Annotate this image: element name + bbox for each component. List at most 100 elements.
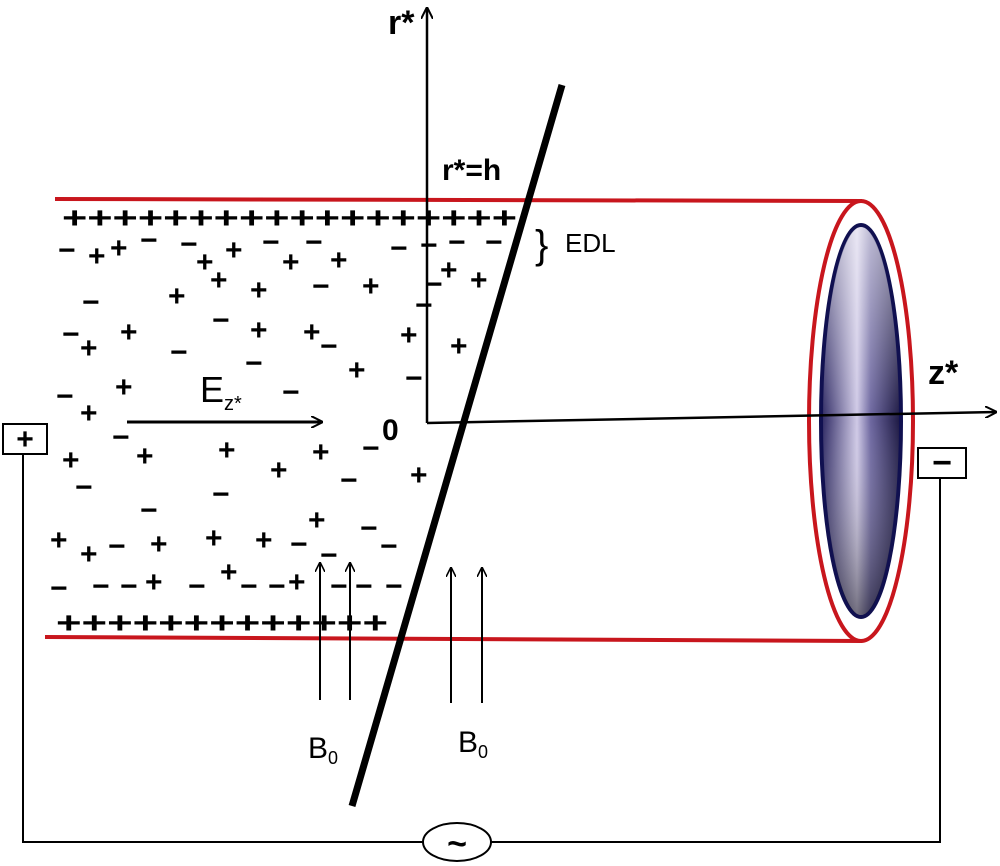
minus-electrode (917, 447, 967, 479)
positive-ion: + (62, 444, 80, 477)
ac-source-symbol: ~ (447, 825, 467, 863)
positive-ion: + (308, 504, 326, 537)
negative-ion: − (415, 289, 433, 322)
positive-ion: + (80, 397, 98, 430)
plus-electrode (2, 423, 48, 455)
scattered-charges: −++−−++−+−+−−−−++−+−++−+−−++−++−++−−+−−+… (50, 224, 503, 605)
positive-ion: + (250, 274, 268, 307)
negative-ion: − (485, 226, 503, 259)
b-label-left: B0 (308, 732, 338, 768)
negative-ion: − (330, 570, 348, 603)
positive-ion: + (288, 566, 306, 599)
positive-ion: + (210, 264, 228, 297)
efield-label: Ez* (200, 369, 242, 415)
negative-ion: − (108, 530, 126, 563)
positive-ion: + (205, 522, 223, 555)
positive-ion: + (220, 556, 238, 589)
b-field-arrows-left (320, 563, 350, 700)
negative-ion: − (112, 421, 130, 454)
negative-ion: − (245, 347, 263, 380)
negative-ion: − (170, 336, 188, 369)
top-wall-charges: ++++++++++++++++++ (62, 202, 517, 235)
negative-ion: − (320, 330, 338, 363)
negative-ion: − (120, 570, 138, 603)
positive-ion: + (150, 528, 168, 561)
negative-ion: − (188, 570, 206, 603)
positive-ion: + (450, 330, 468, 363)
positive-ion: + (410, 459, 428, 492)
positive-ion: + (330, 244, 348, 277)
positive-ion: + (348, 354, 366, 387)
positive-ion: + (115, 371, 133, 404)
negative-ion: − (262, 226, 280, 259)
negative-ion: − (212, 478, 230, 511)
bottom-wall-charges: +++++++++++++ (56, 607, 388, 640)
negative-ion: − (360, 512, 378, 545)
z-axis-label: z* (928, 354, 959, 392)
negative-ion: − (62, 318, 80, 351)
r-axis-label: r* (388, 4, 415, 42)
z-axis (426, 412, 996, 425)
plus-electrode-label: + (16, 423, 34, 456)
negative-ion: − (312, 270, 330, 303)
positive-ion: + (50, 524, 68, 557)
positive-ion: + (255, 524, 273, 557)
negative-ion: − (75, 471, 93, 504)
negative-ion: − (282, 376, 300, 409)
negative-ion: − (448, 226, 466, 259)
channel-end-disk-shade (823, 227, 899, 615)
b-label-right: B0 (458, 726, 488, 762)
profile-line (348, 84, 566, 807)
negative-ion: − (268, 570, 286, 603)
edl-brace: } (535, 223, 548, 267)
negative-ion: − (305, 226, 323, 259)
positive-ion: + (80, 538, 98, 571)
negative-ion: − (385, 570, 403, 603)
negative-ion: − (82, 286, 100, 319)
positive-ion: + (218, 434, 236, 467)
positive-ion: + (168, 280, 186, 313)
positive-ion: + (470, 264, 488, 297)
positive-ion: + (88, 240, 106, 273)
positive-ion: + (303, 316, 321, 349)
b-field-arrows-right (451, 568, 482, 703)
positive-ion: + (250, 314, 268, 347)
edl-label: EDL (565, 228, 616, 258)
positive-ion: + (120, 316, 138, 349)
negative-ion: − (140, 224, 158, 257)
negative-ion: − (240, 570, 258, 603)
positive-ion: + (400, 319, 418, 352)
negative-ion: − (425, 268, 443, 301)
positive-ion: + (270, 454, 288, 487)
negative-ion: − (180, 228, 198, 261)
negative-ion: − (355, 570, 373, 603)
positive-ion: + (225, 234, 243, 267)
negative-ion: − (92, 570, 110, 603)
negative-ion: − (362, 432, 380, 465)
positive-ion: + (145, 566, 163, 599)
negative-ion: − (212, 304, 230, 337)
negative-ion: − (320, 539, 338, 572)
negative-ion: − (58, 234, 76, 267)
positive-ion: + (282, 246, 300, 279)
positive-ion: + (196, 246, 214, 279)
negative-ion: − (420, 229, 438, 262)
positive-ion: + (440, 254, 458, 287)
positive-ion: + (136, 440, 154, 473)
top-wall (54, 197, 863, 203)
negative-ion: − (50, 572, 68, 605)
bottom-wall (44, 635, 863, 643)
positive-ion: + (110, 232, 128, 265)
positive-ion: + (312, 436, 330, 469)
positive-ion: + (362, 270, 380, 303)
origin-label: 0 (382, 414, 399, 447)
circuit-wire-left (22, 455, 424, 843)
negative-ion: − (405, 362, 423, 395)
positive-ion: + (80, 332, 98, 365)
negative-ion: − (140, 494, 158, 527)
circuit-wire-right (490, 478, 941, 843)
negative-ion: − (56, 380, 74, 413)
negative-ion: − (390, 232, 408, 265)
